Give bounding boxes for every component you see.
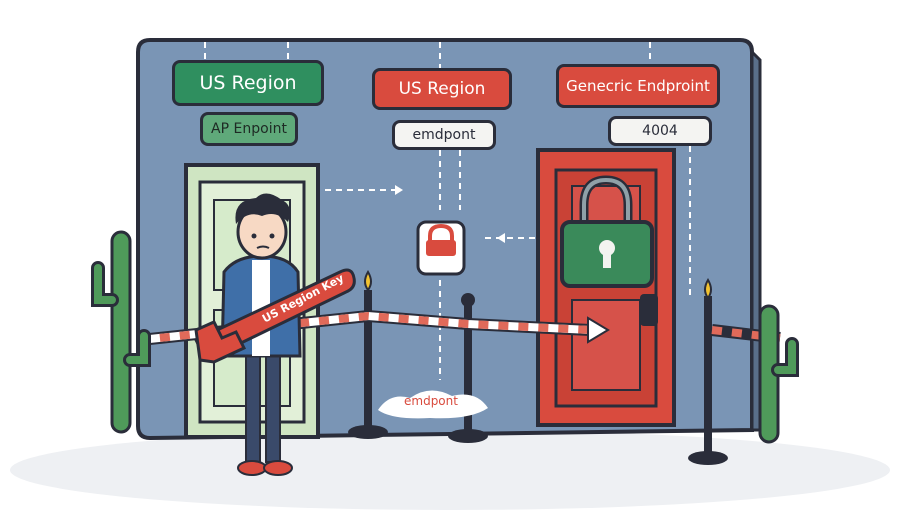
endpoint-label: emdpont	[392, 120, 496, 150]
stanchion-right	[688, 278, 728, 465]
floor-shadow	[10, 430, 890, 510]
floor-cloud	[378, 390, 488, 419]
cactus-right	[758, 304, 799, 444]
connector-lines	[204, 42, 691, 380]
ap-endpoint-label: AP Enpoint	[200, 112, 298, 146]
cactus-left	[91, 230, 151, 434]
us-region-green-label: US Region	[172, 60, 324, 106]
floor-endpoint-text: emdpont	[404, 394, 458, 408]
generic-endpoint-label: Genecric Endproint	[556, 64, 720, 108]
us-region-red-label: US Region	[372, 68, 512, 110]
stanchion-left	[348, 270, 388, 439]
stanchion-middle	[448, 293, 488, 443]
small-lock-icon	[416, 220, 466, 276]
padlock-icon	[560, 175, 654, 288]
error-code-label: 4004	[608, 116, 712, 146]
key-icon	[193, 268, 356, 364]
